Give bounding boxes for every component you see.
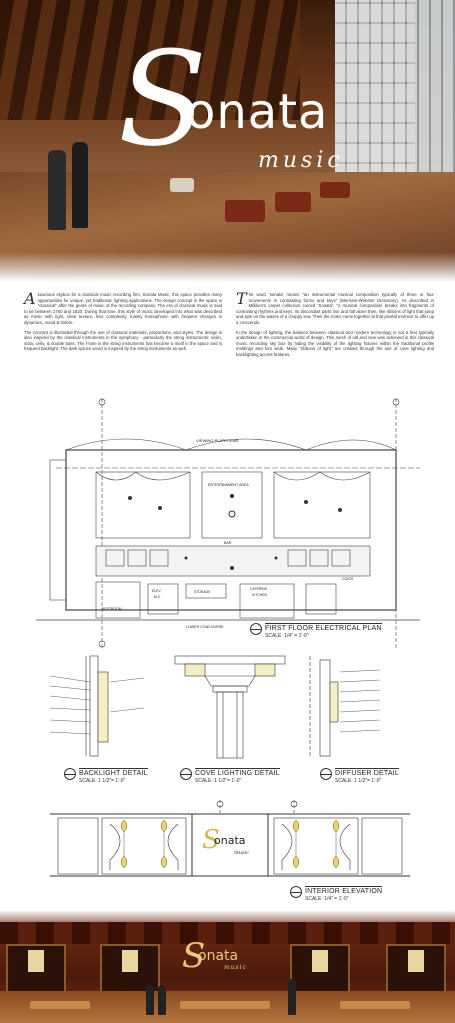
lounge-chair [225, 200, 265, 222]
label-elevator: ELEV. [152, 589, 161, 593]
title-block-elevation: INTERIOR ELEVATION SCALE: 1/4" = 1'-0" [290, 886, 383, 902]
intro-paragraph: In the design of lighting, the balance b… [236, 329, 434, 357]
label-kitchen: KITCHEN [252, 593, 267, 597]
lounge-chair [320, 182, 350, 198]
ceiling-beams [0, 0, 300, 120]
scale-text: SCALE: 1/4" = 1'-0" [305, 896, 349, 902]
drop-cap: A [24, 289, 36, 308]
logo-word: onata [198, 948, 239, 964]
logo-initial: S [182, 936, 206, 976]
title-number-circle [64, 768, 76, 780]
table [170, 178, 194, 192]
label-restroom: RESTROOM [102, 607, 122, 611]
scale-text: SCALE: 1 1/2"= 1'-0" [195, 778, 242, 784]
title-block-diffuser: DIFFUSER DETAIL SCALE: 1 1/2"= 1'-0" [320, 768, 399, 784]
lounge-sonata-logo: S onata music [182, 936, 272, 976]
title-text: DIFFUSER DETAIL [335, 770, 399, 777]
backlit-panel [408, 950, 424, 972]
lounge-seating [30, 1001, 90, 1009]
title-text: COVE LIGHTING DETAIL [195, 770, 280, 777]
person-figure [48, 150, 66, 230]
title-text: FIRST FLOOR ELECTRICAL PLAN [265, 625, 382, 632]
interior-elevation-drawing: S onata music [50, 800, 410, 880]
sonata-logo: S onata music [118, 34, 378, 173]
elevation-logo-sub: music [234, 850, 249, 856]
bar-counter [180, 1001, 270, 1009]
label-catering: CATERING [250, 587, 268, 591]
paragraph-text: luxurious skybox for a classical music r… [24, 292, 222, 325]
hero-rendering: S onata music [0, 0, 455, 282]
hero-fade [0, 252, 455, 282]
person-figure [72, 142, 88, 228]
backlit-panel [122, 950, 138, 972]
scale-text: SCALE: 1 1/2"= 1'-0" [79, 778, 126, 784]
elevation-logo-initial: S [202, 825, 220, 855]
label-entertainment-area: ENTERTAINMENT AREA [208, 483, 249, 487]
paragraph-text: he word 'sonata' means "an instrumental … [236, 292, 434, 325]
title-text: INTERIOR ELEVATION [305, 888, 383, 895]
drop-cap: T [236, 289, 247, 308]
lounge-chair [275, 192, 311, 212]
title-block-plan: FIRST FLOOR ELECTRICAL PLAN SCALE: 1/4" … [250, 623, 382, 639]
label-lower-concourse: LOWER CONCOURSE [186, 625, 224, 629]
cove-lighting-detail-drawing [165, 652, 295, 762]
floor-plan-drawing: VIEWING PLATFORMS ENTERTAINMENT AREA BAR… [36, 398, 420, 648]
scale-text: SCALE: 1 1/2"= 1'-0" [335, 778, 382, 784]
label-mc: M.C. [154, 595, 161, 599]
label-coats: COATS [342, 577, 354, 581]
backlit-panel [28, 950, 44, 972]
title-block-cove: COVE LIGHTING DETAIL SCALE: 1 1/2"= 1'-0… [180, 768, 280, 784]
lounge-seating [340, 1001, 410, 1009]
intro-paragraph: The concept is illustrated through the u… [24, 329, 222, 352]
lounge-rendering: S onata music [0, 910, 455, 1023]
diffuser-detail-drawing [300, 652, 420, 762]
logo-initial: S [118, 23, 208, 175]
person-figure [158, 985, 166, 1015]
coffered-ceiling [0, 922, 455, 944]
person-figure [146, 985, 154, 1015]
label-viewing-platforms: VIEWING PLATFORMS [196, 438, 239, 443]
label-bar: BAR [224, 541, 232, 545]
logo-subtitle: music [224, 964, 247, 971]
person-figure [288, 979, 296, 1015]
title-text: BACKLIGHT DETAIL [79, 770, 148, 777]
title-block-backlight: BACKLIGHT DETAIL SCALE: 1 1/2"= 1'-0" [64, 768, 148, 784]
title-number-circle [320, 768, 332, 780]
title-number-circle [290, 886, 302, 898]
logo-word: onata [186, 84, 329, 140]
logo-subtitle: music [258, 148, 344, 173]
scale-text: SCALE: 1/4" = 1'-0" [265, 633, 309, 639]
backlit-panel [312, 950, 328, 972]
title-number-circle [250, 623, 262, 635]
backlight-detail-drawing [40, 652, 150, 762]
title-number-circle [180, 768, 192, 780]
elevation-logo-word: onata [214, 834, 246, 847]
electrical-floor-plan: VIEWING PLATFORMS ENTERTAINMENT AREA BAR… [36, 398, 420, 648]
label-storage: STORAGE [194, 590, 211, 594]
